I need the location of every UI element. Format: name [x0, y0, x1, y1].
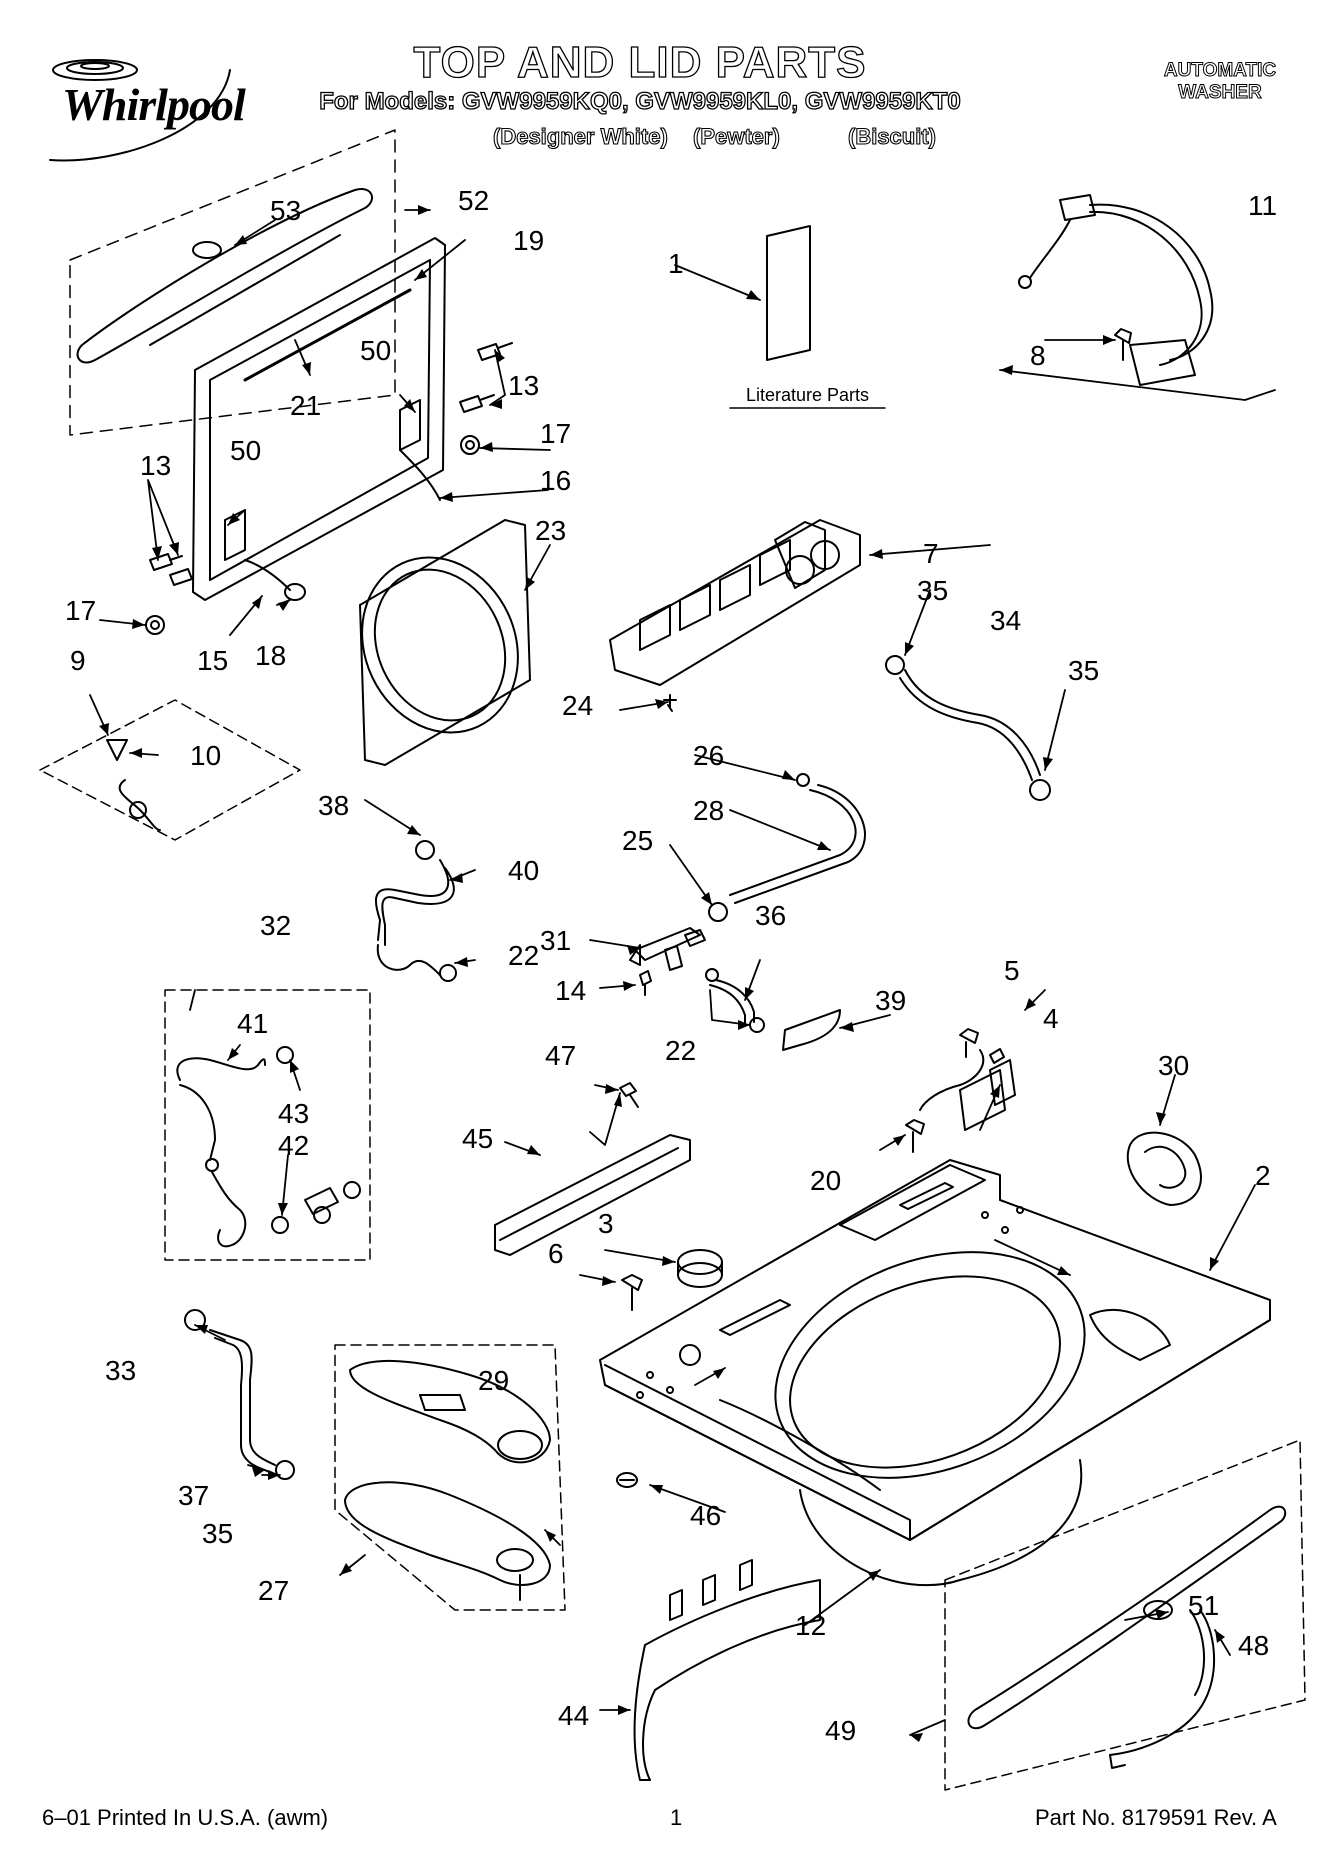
counterweight-kit [334, 1344, 566, 1611]
print-info: 6–01 Printed In U.S.A. (awm) [42, 1805, 329, 1830]
grommet-3 [677, 1249, 723, 1288]
arrowheads [99, 205, 1225, 1742]
retainer-44 [633, 1559, 821, 1781]
page-title: TOP AND LID PARTS [413, 37, 867, 87]
screw-20 [905, 1119, 925, 1153]
part-number: Part No. 8179591 Rev. A [1035, 1805, 1277, 1830]
leader-lines [89, 209, 1276, 1736]
bracket-45 [494, 1082, 691, 1256]
lid-assembly [69, 129, 513, 635]
literature-parts-label: Literature Parts [745, 385, 870, 405]
hose-40 [374, 840, 457, 982]
water-valve-bracket [609, 519, 861, 712]
page-number: 1 [670, 1805, 683, 1830]
lid-switch-harness [1018, 194, 1214, 386]
tee-fitting [629, 927, 706, 996]
literature-sheet [766, 225, 811, 361]
appliance-type: AUTOMATIC WASHER [1130, 60, 1310, 104]
washer-top [599, 1159, 1271, 1587]
hose-34 [885, 655, 1051, 801]
variant-designer-white: (Designer White) [492, 123, 668, 149]
hose-28 [708, 773, 866, 922]
fastener-46 [616, 1472, 638, 1488]
trim-kit-49 [944, 1439, 1306, 1791]
hose-kit-32 [164, 989, 371, 1261]
shield-39 [782, 1009, 841, 1051]
variant-pewter: (Pewter) [692, 123, 780, 149]
appliance-type-line-2: WASHER [1178, 82, 1262, 104]
screw-6 [621, 1274, 643, 1311]
model-numbers: For Models: GVW9959KQ0, GVW9959KL0, GVW9… [319, 87, 962, 115]
hose-37 [184, 1309, 295, 1480]
whirlpool-logo: Whirlpool [62, 79, 246, 130]
hardware-kit [39, 699, 301, 841]
strap-30 [1126, 1131, 1202, 1206]
wire-harness-4 [919, 1028, 1016, 1131]
variant-biscuit: (Biscuit) [847, 123, 936, 149]
appliance-type-line-1: AUTOMATIC [1163, 60, 1277, 82]
whirlpool-swirl-icon [49, 59, 231, 162]
lid-liner [359, 519, 531, 766]
